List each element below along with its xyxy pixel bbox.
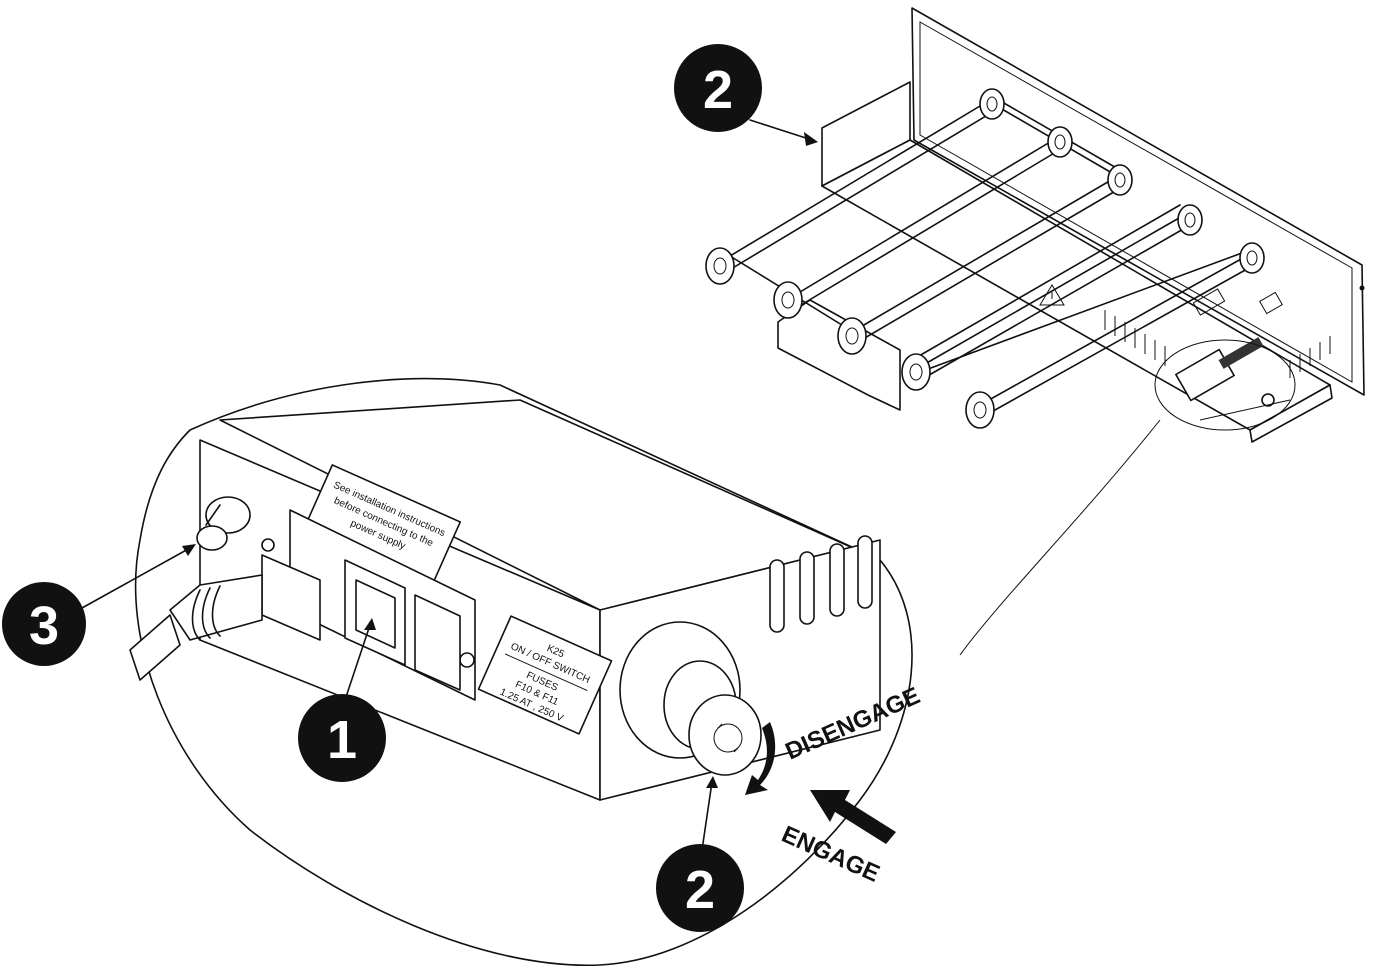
- roller-unit: [705, 7, 1365, 443]
- fuse-drawer[interactable]: [414, 594, 461, 691]
- power-switch-rocker[interactable]: [355, 579, 396, 649]
- callout-leader-3: [81, 547, 191, 609]
- rotate-arrows-icon: [713, 723, 743, 753]
- warning-icon: [1039, 284, 1065, 306]
- zoom-source-circle: [1154, 339, 1296, 431]
- mounting-plate: [911, 7, 1365, 396]
- vent-slots: [1104, 310, 1331, 378]
- callout-3-number: 3: [29, 596, 59, 656]
- engage-arrow-icon: [810, 790, 896, 844]
- disengage-arrow-icon: [745, 722, 776, 795]
- small-label: [1192, 288, 1226, 316]
- callout-3: 3: [2, 582, 86, 666]
- screw-icon: [261, 538, 275, 552]
- callout-2-bottom-number: 2: [685, 860, 715, 920]
- switch-fuse-label: K25 ON / OFF SWITCH FUSES F10 & F11 1.25…: [477, 615, 613, 735]
- callout-1-number: 1: [327, 710, 357, 770]
- zoom-detail: See installation instructions before con…: [129, 377, 924, 966]
- emergency-stop-button[interactable]: [619, 621, 762, 776]
- screw-icon: [459, 652, 475, 668]
- callout-leader-2-bottom: [701, 781, 713, 851]
- side-vents: [769, 535, 873, 633]
- power-cord: [129, 614, 181, 681]
- carriage-end: [777, 299, 901, 411]
- zoom-connector-right: [959, 419, 1161, 656]
- rollers: [719, 94, 1257, 416]
- callout-1: 1: [298, 694, 386, 782]
- roller-end-caps: [705, 88, 1265, 429]
- callout-2-top-number: 2: [703, 60, 733, 120]
- callout-2-bottom: 2: [656, 844, 744, 932]
- callout-2-top: 2: [674, 44, 762, 132]
- callout-leader-1: [344, 624, 371, 701]
- ground-terminal: [196, 496, 251, 551]
- callout-leader-top: [749, 119, 813, 141]
